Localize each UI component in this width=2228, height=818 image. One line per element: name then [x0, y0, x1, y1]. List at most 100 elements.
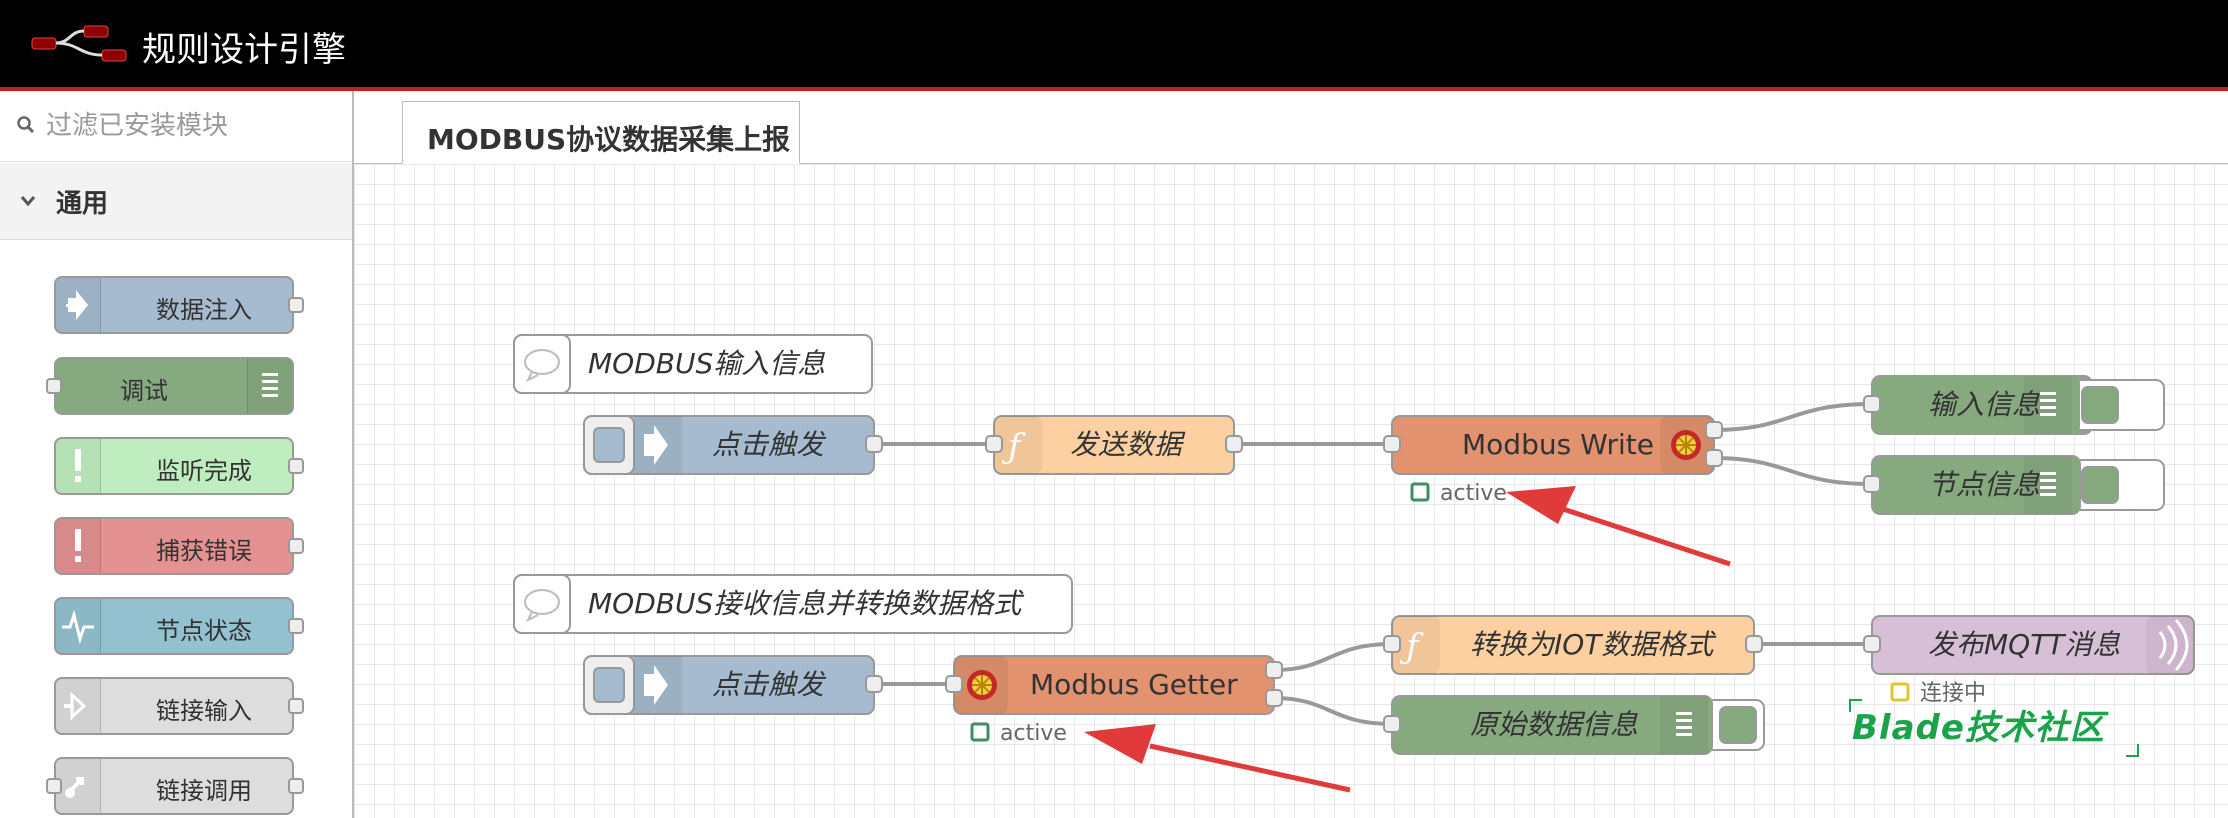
- modbus-write-node[interactable]: Modbus Write: [1383, 415, 1723, 475]
- palette-node-catch[interactable]: 捕获错误: [54, 517, 294, 575]
- output-port[interactable]: [288, 538, 304, 554]
- output-port[interactable]: [1745, 635, 1763, 653]
- exclamation-icon: [56, 519, 101, 573]
- output-port[interactable]: [288, 698, 304, 714]
- palette-node-label: 节点状态: [156, 617, 252, 645]
- status-text: active: [1440, 481, 1507, 506]
- palette-category-label: 通用: [56, 189, 109, 219]
- comment-icon: [524, 349, 560, 383]
- node-label: 原始数据信息: [1470, 708, 1638, 741]
- input-port[interactable]: [1383, 435, 1401, 453]
- list-icon: [2024, 376, 2072, 434]
- function-node[interactable]: ƒ 转换为IOT数据格式: [1383, 615, 1763, 675]
- palette-filter-input[interactable]: [44, 103, 338, 149]
- debug-node[interactable]: 原始数据信息: [1383, 695, 1765, 755]
- modbus-getter-status: active: [970, 721, 1067, 746]
- palette-node-label: 捕获错误: [156, 537, 252, 565]
- inject-icon: [644, 425, 668, 465]
- wire[interactable]: [1713, 402, 1873, 432]
- palette-node-complete[interactable]: 监听完成: [54, 437, 294, 495]
- palette-node-label: 监听完成: [156, 457, 252, 485]
- output-port[interactable]: [865, 435, 883, 453]
- inject-icon: [644, 665, 668, 705]
- debug-node[interactable]: 节点信息: [1863, 455, 2165, 515]
- function-node[interactable]: ƒ 发送数据: [985, 415, 1243, 475]
- node-palette: 通用 数据注入 调试 监听完成 捕获错误: [0, 91, 354, 818]
- comment-node[interactable]: MODBUS接收信息并转换数据格式: [513, 574, 1073, 634]
- output-port[interactable]: [288, 778, 304, 794]
- palette-node-link-in[interactable]: 链接输入: [54, 677, 294, 735]
- tab-label: MODBUS协议数据采集上报: [427, 123, 791, 156]
- output-port[interactable]: [288, 297, 304, 313]
- palette-node-label: 链接调用: [156, 777, 252, 805]
- wires: [874, 402, 1873, 726]
- node-label: 输入信息: [1928, 388, 2040, 421]
- output-port[interactable]: [1225, 435, 1243, 453]
- input-port[interactable]: [1383, 635, 1401, 653]
- debug-node[interactable]: 输入信息: [1863, 375, 2165, 435]
- status-dot-icon: [1410, 482, 1430, 502]
- comment-node[interactable]: MODBUS输入信息: [513, 334, 873, 394]
- wire[interactable]: [1273, 642, 1393, 672]
- output-port[interactable]: [288, 458, 304, 474]
- palette-category-common[interactable]: 通用: [0, 163, 352, 240]
- input-port[interactable]: [1383, 715, 1401, 733]
- input-port[interactable]: [1863, 475, 1881, 493]
- inject-node[interactable]: 点击触发: [583, 415, 883, 475]
- palette-node-label: 链接输入: [156, 697, 252, 725]
- input-port[interactable]: [1863, 635, 1881, 653]
- tab-modbus-flow[interactable]: MODBUS协议数据采集上报: [402, 101, 800, 164]
- comment-icon: [524, 589, 560, 623]
- input-port[interactable]: [46, 378, 62, 394]
- workspace-tabs: MODBUS协议数据采集上报: [354, 91, 2228, 164]
- node-label: 点击触发: [712, 428, 827, 461]
- node-label: 转换为IOT数据格式: [1470, 628, 1717, 661]
- wire[interactable]: [1273, 696, 1393, 726]
- annotation-arrow: [1506, 486, 1731, 567]
- mqtt-publish-node[interactable]: 发布MQTT消息: [1863, 615, 2195, 675]
- output-port[interactable]: [865, 675, 883, 693]
- palette-node-label: 调试: [120, 377, 168, 405]
- exclamation-icon: [56, 439, 101, 493]
- input-port[interactable]: [985, 435, 1003, 453]
- app-header: 规则设计引擎: [0, 0, 2228, 91]
- node-label: Modbus Write: [1462, 428, 1654, 461]
- output-port[interactable]: [1705, 421, 1723, 439]
- logo-icon: [31, 25, 127, 62]
- watermark: Blade技术社区: [1852, 708, 2105, 748]
- palette-node-inject[interactable]: 数据注入: [54, 276, 294, 334]
- modbus-getter-node[interactable]: Modbus Getter: [945, 655, 1283, 715]
- list-icon: [2024, 456, 2072, 514]
- wire[interactable]: [1713, 456, 1873, 486]
- status-text: active: [1000, 721, 1067, 746]
- status-dot-icon: [1890, 682, 1910, 702]
- annotation-arrow: [1084, 724, 1351, 793]
- chevron-down-icon: [20, 196, 36, 207]
- link-call-icon: [56, 759, 101, 813]
- search-icon: [17, 116, 35, 134]
- input-port[interactable]: [46, 778, 62, 794]
- modbus-icon: [967, 670, 997, 700]
- inject-icon: [56, 278, 101, 332]
- output-port[interactable]: [1705, 449, 1723, 467]
- palette-node-status[interactable]: 节点状态: [54, 597, 294, 655]
- node-label: Modbus Getter: [1030, 668, 1238, 701]
- node-label: 发送数据: [1070, 428, 1186, 461]
- palette-node-link-call[interactable]: 链接调用: [54, 757, 294, 815]
- palette-filter: [0, 91, 352, 162]
- inject-node[interactable]: 点击触发: [583, 655, 883, 715]
- mqtt-status: 连接中: [1890, 681, 1986, 706]
- output-port[interactable]: [1265, 661, 1283, 679]
- input-port[interactable]: [1863, 395, 1881, 413]
- input-port[interactable]: [945, 675, 963, 693]
- pulse-icon: [56, 599, 101, 653]
- palette-node-debug[interactable]: 调试: [54, 357, 294, 415]
- link-in-icon: [56, 679, 101, 733]
- output-port[interactable]: [1265, 689, 1283, 707]
- output-port[interactable]: [288, 618, 304, 634]
- modbus-write-status: active: [1410, 481, 1507, 506]
- node-label: 发布MQTT消息: [1928, 628, 2120, 661]
- broadcast-icon: [2158, 619, 2189, 671]
- palette-node-label: 数据注入: [156, 296, 252, 324]
